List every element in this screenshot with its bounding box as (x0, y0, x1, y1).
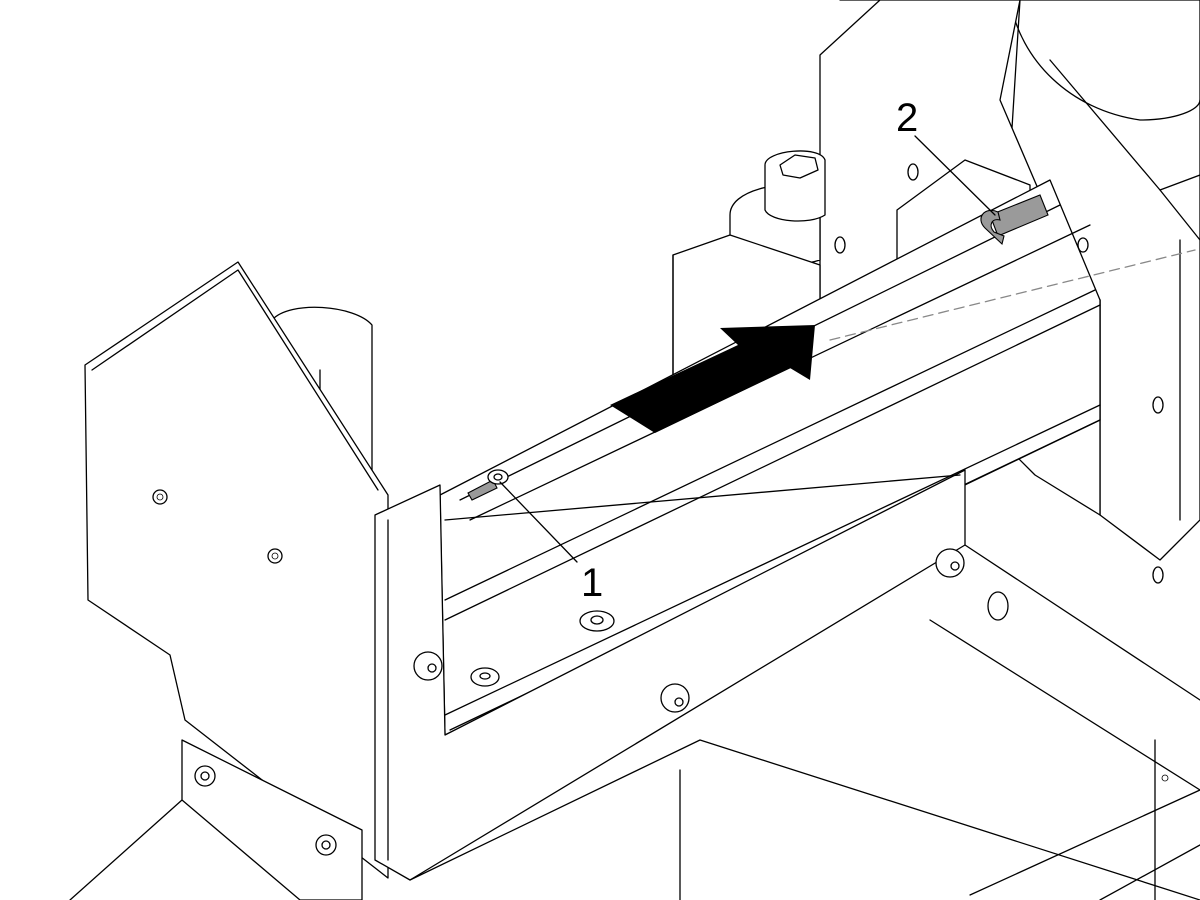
direction-arrow (610, 325, 815, 433)
lower-frame (409, 544, 1200, 900)
leader-line-2 (914, 135, 996, 216)
bottom-bracket (69, 739, 363, 900)
front-plate (374, 469, 1009, 881)
leader-line-1 (499, 481, 578, 563)
callout-1: 1 (467, 469, 603, 605)
callout-2: 2 (896, 96, 1005, 246)
callout-number-2: 2 (896, 96, 918, 140)
callout-number-1: 1 (581, 561, 603, 605)
